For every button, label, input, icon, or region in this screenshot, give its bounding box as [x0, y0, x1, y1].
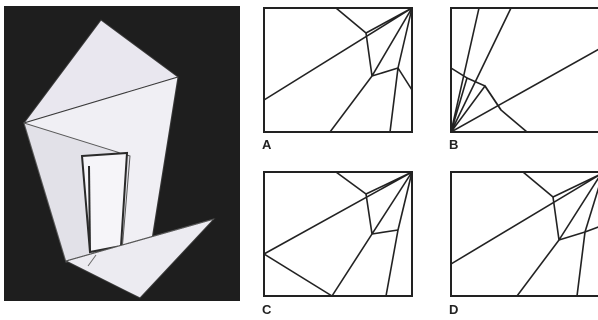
folded-paper-photo	[4, 6, 240, 301]
option-a-crease-pattern	[262, 6, 414, 134]
option-d-label: D	[449, 302, 458, 317]
option-c-crease-pattern	[262, 170, 414, 298]
option-d-crease-pattern	[449, 170, 598, 298]
option-b-crease-pattern	[449, 6, 598, 134]
option-a-label: A	[262, 137, 271, 152]
option-b-label: B	[449, 137, 458, 152]
option-c-label: C	[262, 302, 271, 317]
